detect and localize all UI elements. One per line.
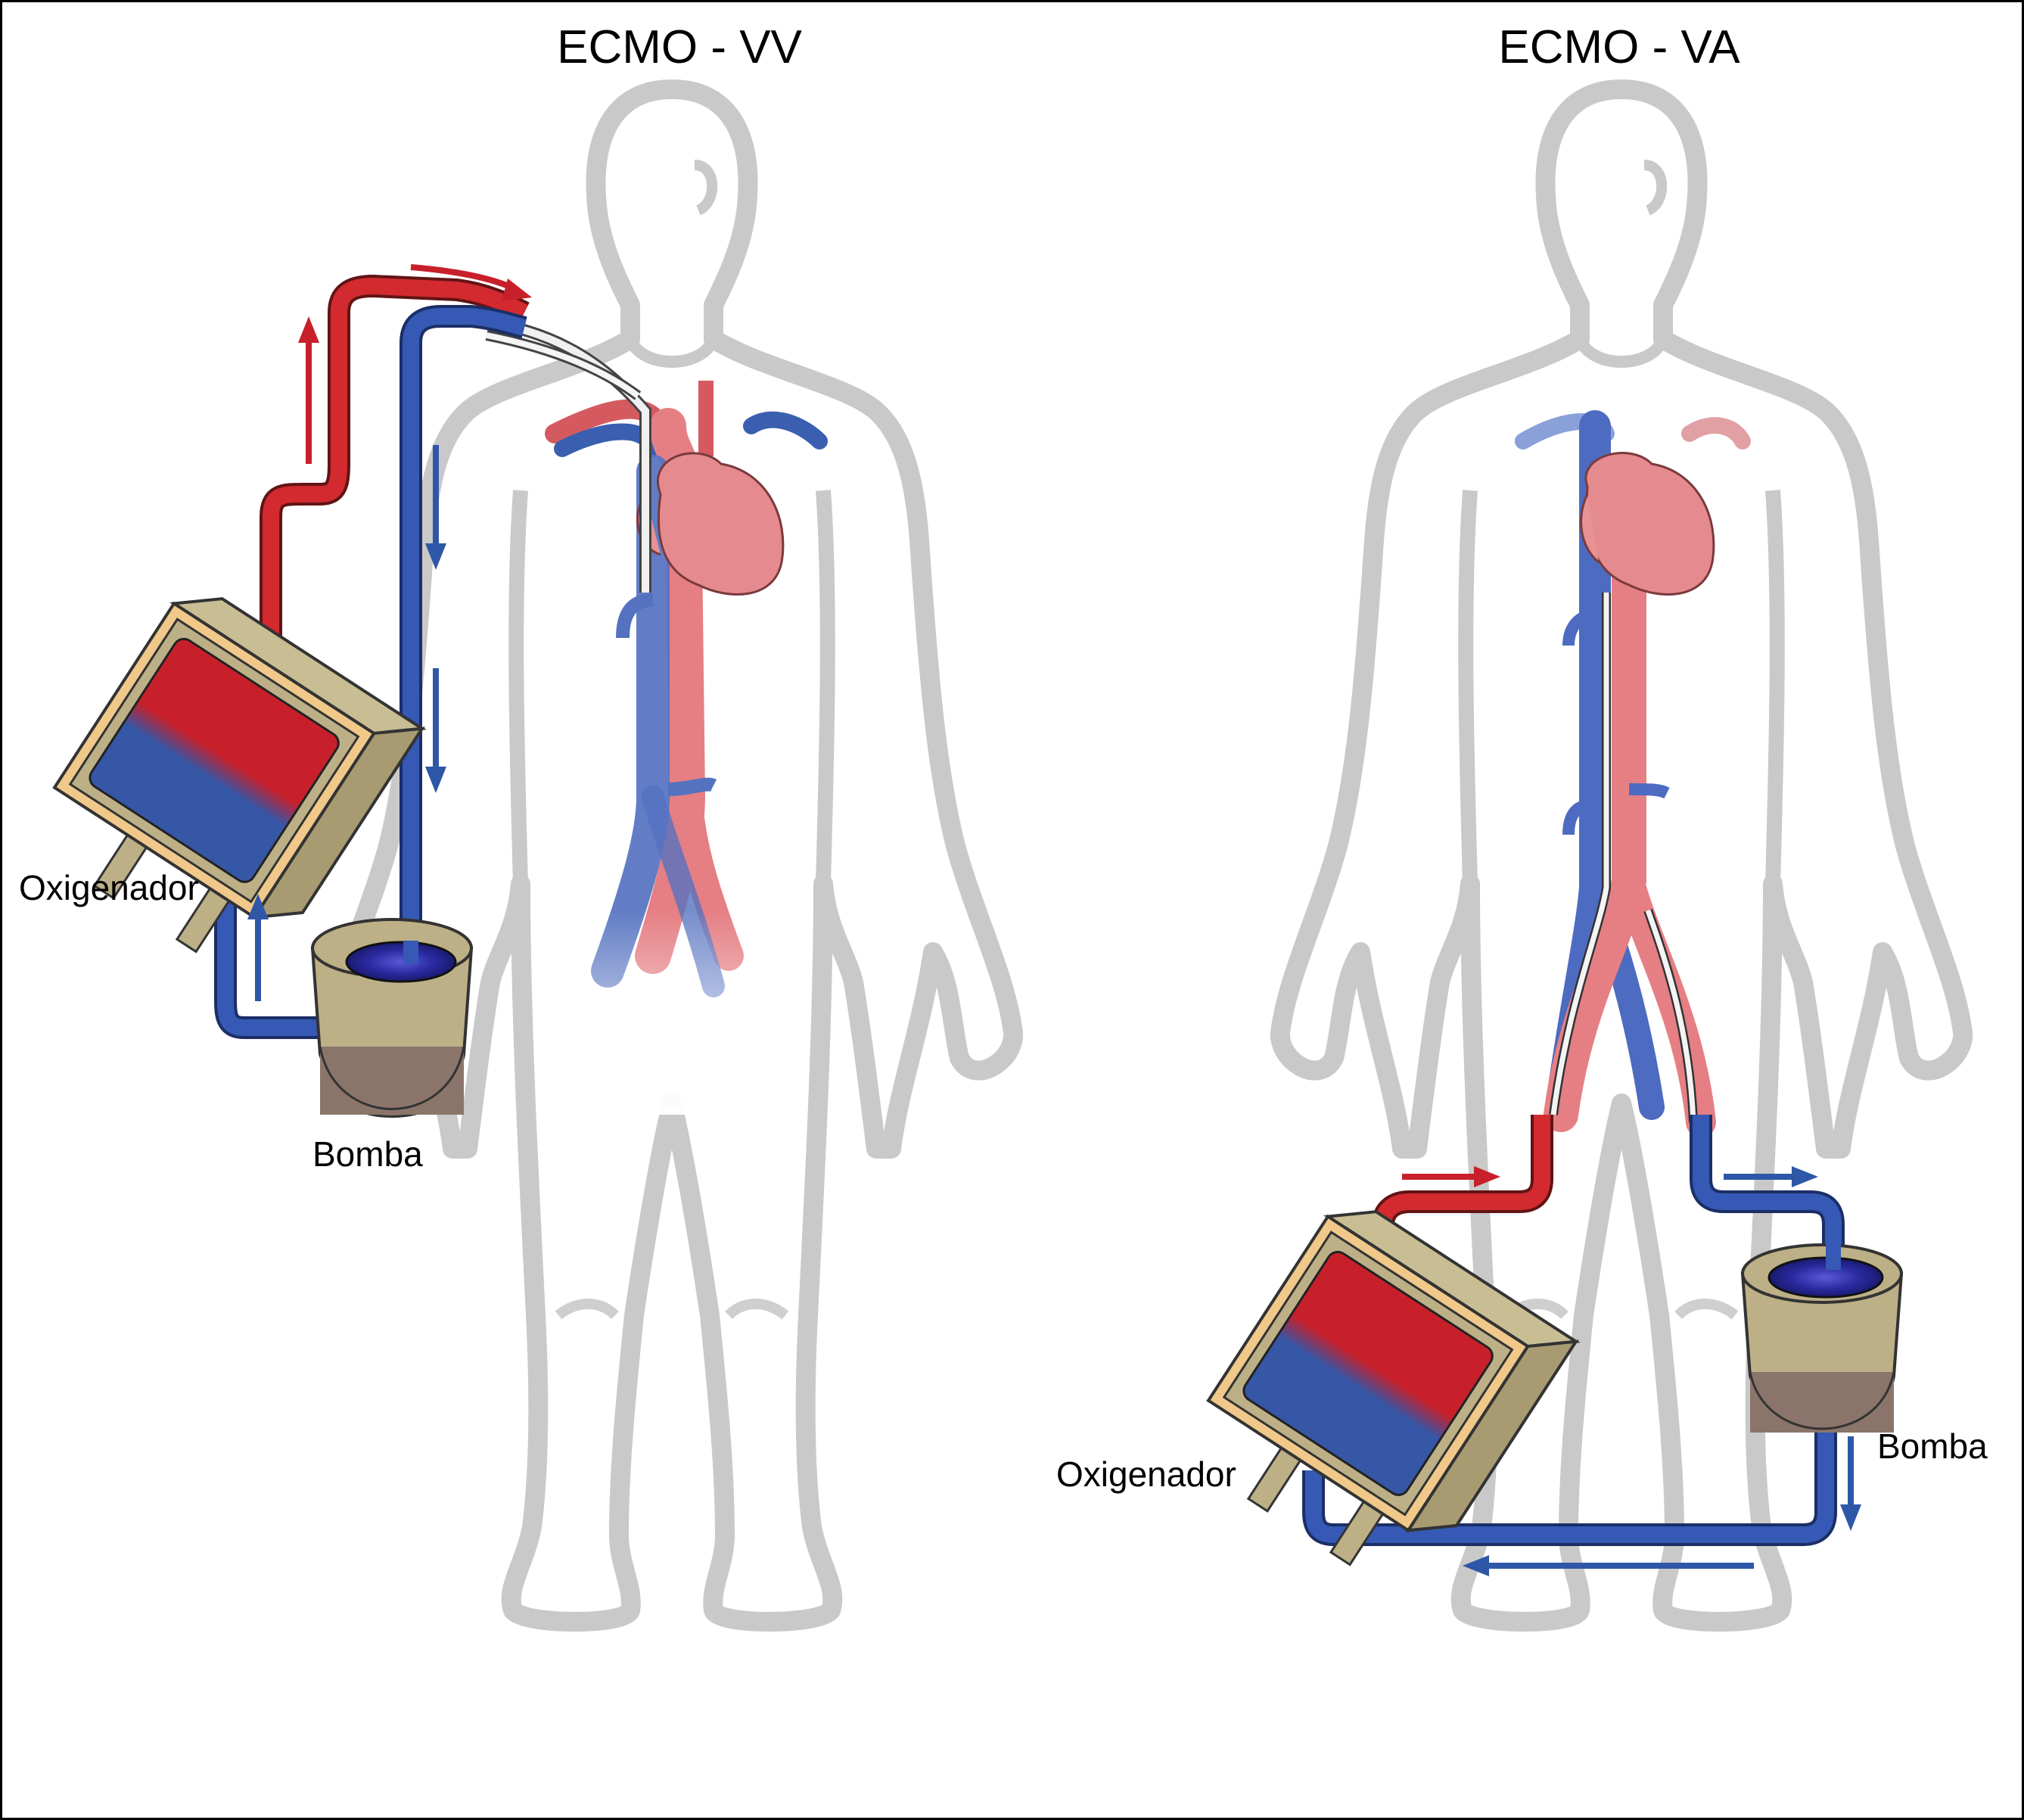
va-vessels (1515, 410, 1751, 1137)
vv-oxygenator (52, 597, 427, 954)
va-tubing (1302, 1115, 1845, 1546)
vv-vessels (545, 381, 828, 1115)
va-oxygenator (1206, 1210, 1581, 1566)
vv-tubing (214, 275, 530, 1039)
vv-title: ECMO - VV (557, 21, 802, 73)
vv-pump-label: Bomba (312, 1134, 423, 1174)
vv-oxygenator-label: Oxigenador (19, 868, 199, 907)
va-flow-arrows (1402, 1166, 1861, 1576)
vv-flow-arrows (247, 264, 532, 1001)
vv-pump (310, 918, 474, 1118)
va-oxygenator-label: Oxigenador (1056, 1454, 1236, 1494)
va-pump-label: Bomba (1877, 1426, 1988, 1466)
va-heart (1580, 452, 1715, 596)
va-pump (1740, 1243, 1904, 1433)
va-title: ECMO - VA (1498, 21, 1740, 73)
